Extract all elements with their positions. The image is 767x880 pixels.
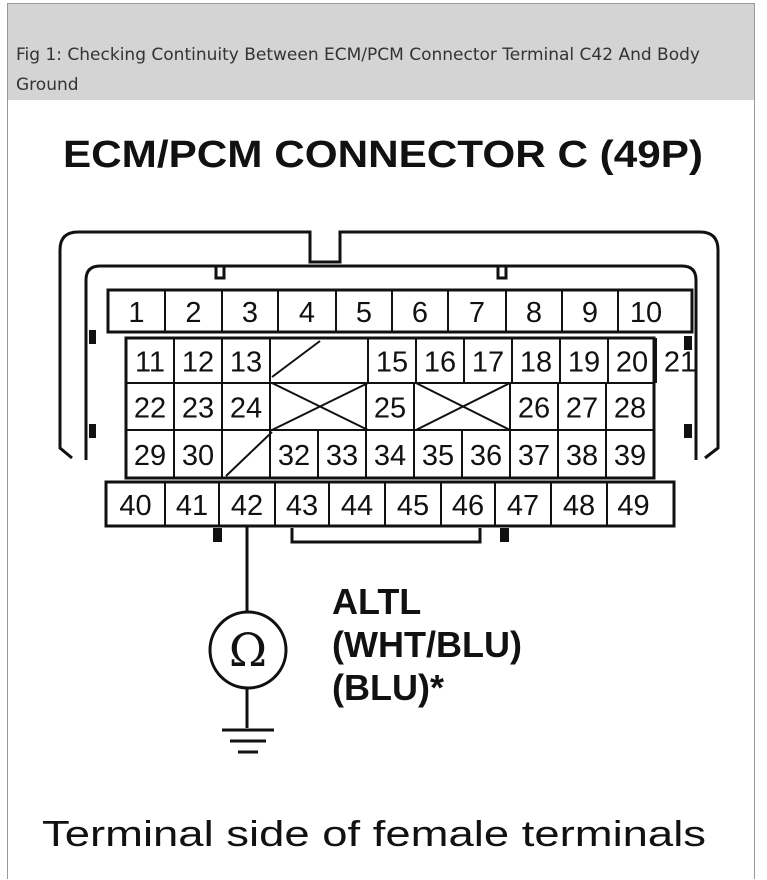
pin-label-47: 47 (507, 490, 539, 522)
pin-row-5 (104, 480, 676, 528)
pin-label-2: 2 (185, 297, 201, 329)
wire-label-line-2: (WHT/BLU) (332, 624, 522, 665)
pin-label-29: 29 (134, 440, 166, 472)
pin-label-21: 21 (664, 347, 696, 379)
pin-label-19: 19 (568, 347, 600, 379)
pin-label-15: 15 (376, 347, 408, 379)
pin-label-18: 18 (520, 347, 552, 379)
pin-label-11: 11 (135, 347, 165, 379)
wire-label-line-3: (BLU)* (332, 667, 444, 708)
pin-label-6: 6 (412, 297, 428, 329)
pin-label-1: 1 (128, 297, 144, 329)
pin-label-32: 32 (278, 440, 310, 472)
pin-label-38: 38 (566, 440, 598, 472)
pin-label-5: 5 (356, 297, 372, 329)
pin-label-42: 42 (231, 490, 263, 522)
pin-label-37: 37 (518, 440, 550, 472)
pin-label-4: 4 (299, 297, 315, 329)
pin-label-30: 30 (182, 440, 214, 472)
pin-label-48: 48 (563, 490, 595, 522)
pin-block-middle (124, 336, 656, 480)
pin-label-39: 39 (614, 440, 646, 472)
wire-label-line-1: ALTL (332, 581, 421, 622)
pin-label-20: 20 (616, 347, 648, 379)
pin-label-41: 41 (176, 490, 208, 522)
pin-label-34: 34 (374, 440, 406, 472)
pin-label-8: 8 (526, 297, 542, 329)
pin-label-9: 9 (582, 297, 598, 329)
pin-label-24: 24 (230, 393, 262, 425)
pin-row-1 (106, 288, 694, 334)
pin-label-35: 35 (422, 440, 454, 472)
pin-label-25: 25 (374, 393, 406, 425)
pin-label-10: 10 (630, 297, 662, 329)
pin-label-49: 49 (617, 490, 649, 522)
ohm-symbol: Ω (229, 623, 267, 677)
pin-label-44: 44 (341, 490, 373, 522)
pin-label-16: 16 (424, 347, 456, 379)
pin-label-23: 23 (182, 393, 214, 425)
pin-label-45: 45 (397, 490, 429, 522)
pin-label-40: 40 (119, 490, 151, 522)
pin-label-22: 22 (134, 393, 166, 425)
diagram-footer: Terminal side of female terminals (42, 813, 706, 854)
figure-frame: Fig 1: Checking Continuity Between ECM/P… (7, 3, 755, 879)
pin-label-33: 33 (326, 440, 358, 472)
pin-label-27: 27 (566, 393, 598, 425)
pin-label-12: 12 (182, 347, 214, 379)
pin-label-17: 17 (472, 347, 504, 379)
pin-label-46: 46 (452, 490, 484, 522)
pin-label-7: 7 (469, 297, 485, 329)
diagram-title: ECM/PCM CONNECTOR C (49P) (63, 134, 703, 176)
pin-label-26: 26 (518, 393, 550, 425)
blanked-pin-marks (225, 340, 511, 477)
pin-label-36: 36 (470, 440, 502, 472)
meter-circuit (208, 526, 288, 754)
pin-label-28: 28 (614, 393, 646, 425)
pin-label-43: 43 (286, 490, 318, 522)
pin-label-13: 13 (230, 347, 262, 379)
connector-housing (58, 230, 720, 544)
pin-label-3: 3 (242, 297, 258, 329)
figure-caption: Fig 1: Checking Continuity Between ECM/P… (8, 4, 754, 100)
